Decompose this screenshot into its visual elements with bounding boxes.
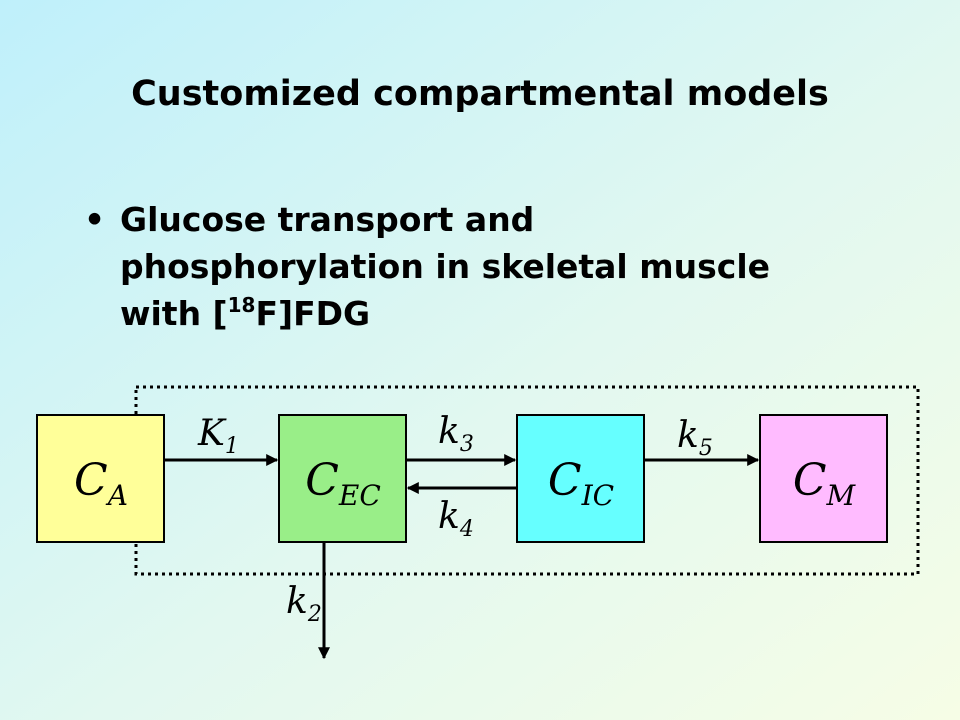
label-k2-symbol: k [286, 581, 308, 622]
label-k4: k4 [438, 496, 474, 542]
compartment-ca: CA [36, 414, 165, 543]
svg-text:CM: CM [793, 455, 857, 512]
label-k1: K1 [197, 413, 239, 459]
label-k4-subscript: 4 [459, 517, 474, 542]
label-k2-subscript: 2 [307, 602, 322, 627]
bullet-line-2: phosphorylation in skeletal muscle [120, 247, 771, 286]
bullet-line-1: Glucose transport and [120, 200, 535, 239]
compartment-cec: CEC [278, 414, 407, 543]
svg-text:CEC: CEC [305, 455, 381, 512]
label-k3: k3 [438, 411, 474, 457]
bullet-point: • Glucose transport and phosphorylation … [84, 196, 884, 337]
compartment-cm-subscript: M [826, 479, 857, 512]
isotope-superscript: 18 [227, 293, 256, 317]
svg-text:CIC: CIC [548, 455, 614, 512]
slide-title: Customized compartmental models [131, 74, 829, 114]
bullet-dot: • [84, 200, 106, 239]
label-k2: k2 [286, 581, 322, 627]
bullet-line-3-suffix: F]FDG [255, 294, 371, 333]
compartment-cic-symbol: C [548, 455, 582, 506]
label-k1-symbol: K [197, 413, 227, 454]
tissue-region-outline [134, 385, 920, 576]
svg-text:CA: CA [74, 455, 128, 512]
compartment-cm-symbol: C [793, 455, 827, 506]
compartment-cic-subscript: IC [581, 479, 614, 512]
bullet-line-3: with [18F]FDG [120, 294, 370, 333]
bullet-text: Glucose transport and phosphorylation in… [120, 196, 884, 337]
label-k5: k5 [677, 415, 713, 461]
label-k3-subscript: 3 [460, 432, 474, 457]
label-k5-subscript: 5 [699, 436, 713, 461]
label-k4-symbol: k [438, 496, 460, 537]
compartment-ca-subscript: A [105, 479, 128, 512]
label-k5-symbol: k [677, 415, 699, 456]
label-k1-subscript: 1 [225, 434, 239, 459]
compartment-ca-symbol: C [74, 455, 108, 506]
compartment-cm: CM [759, 414, 888, 543]
bullet-line-3-prefix: with [ [120, 294, 228, 333]
compartment-cec-subscript: EC [338, 479, 381, 512]
compartment-cic: CIC [516, 414, 645, 543]
compartment-cec-symbol: C [305, 455, 339, 506]
label-k3-symbol: k [438, 411, 460, 452]
